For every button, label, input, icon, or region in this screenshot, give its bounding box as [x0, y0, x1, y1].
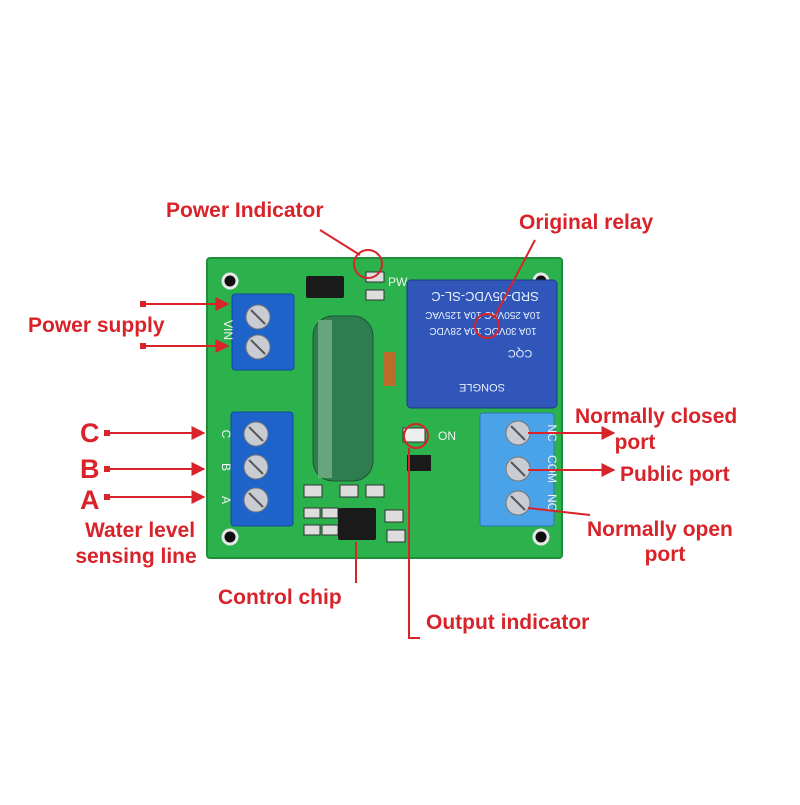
label-sensor-c: C	[80, 418, 100, 448]
label-normally-closed-line-1: Normally closed	[575, 405, 738, 428]
label-control-chip: Control chip	[218, 586, 342, 609]
label-output-indicator: Output indicator	[426, 611, 590, 634]
relay-cert-text: CQC	[508, 347, 533, 359]
relay-rating-text-2: 10A 30VDC 10A 28VDC	[429, 325, 536, 336]
label-normally-closed-line-2: port	[614, 431, 656, 454]
label-original-relay: Original relay	[519, 211, 654, 234]
silk-b: B	[219, 463, 233, 471]
label-sensor-a: A	[80, 485, 100, 515]
silk-a: A	[219, 496, 233, 504]
capacitor	[312, 315, 374, 482]
label-normally-open-line-2: port	[644, 543, 686, 566]
mounting-holes	[221, 272, 550, 546]
label-power-indicator: Power Indicator	[166, 199, 324, 222]
label-normally-open-line-1: Normally open	[587, 518, 733, 541]
relay-model-text: SRD-05VDC-SL-C	[431, 289, 539, 304]
label-power-supply: Power supply	[28, 314, 165, 337]
label-public-port: Public port	[620, 463, 730, 486]
terminal-vin	[231, 293, 295, 371]
control-chip	[338, 508, 376, 540]
relay: SRD-05VDC-SL-C 10A 250VAC 10A 125VAC 10A…	[406, 279, 558, 409]
silk-on: ON	[438, 429, 456, 443]
leader-lines	[108, 229, 616, 639]
terminal-relay	[479, 412, 555, 527]
silkscreen-text: VIN C B A PW ON NC COM NO	[219, 275, 559, 512]
label-water-level-line-1: Water level	[84, 519, 196, 542]
silk-vin: VIN	[221, 320, 235, 340]
terminal-cba	[230, 411, 294, 527]
label-sensor-b: B	[80, 454, 100, 484]
label-water-level-line-2: sensing line	[75, 545, 197, 568]
silk-pw: PW	[388, 275, 408, 289]
relay-brand-text: SONGLE	[459, 381, 505, 393]
power-indicator-highlight	[353, 249, 383, 279]
relay-highlight	[474, 313, 500, 339]
silk-c: C	[219, 430, 233, 439]
output-indicator-highlight	[403, 423, 429, 449]
leader-line-origin-dots	[104, 301, 146, 500]
silk-no: NO	[545, 494, 559, 512]
